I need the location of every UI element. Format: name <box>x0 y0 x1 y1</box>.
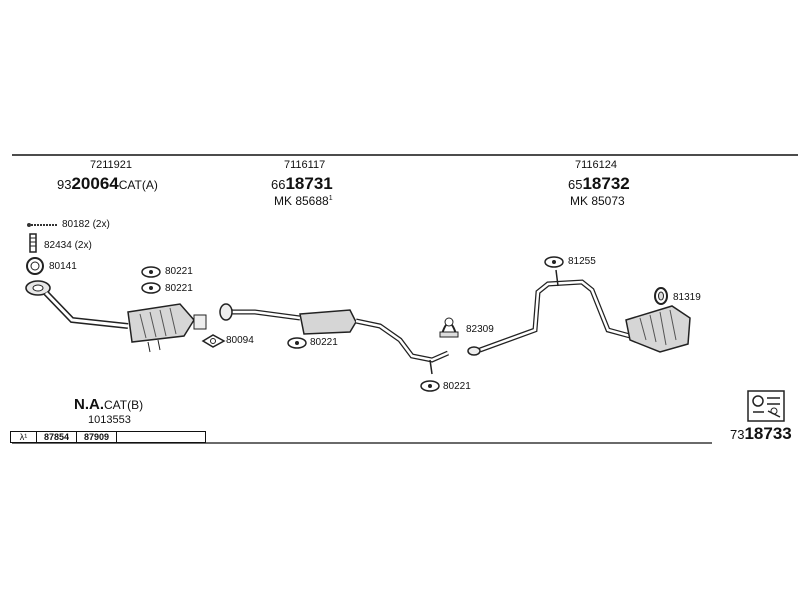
group1-number: 20064 <box>71 174 119 193</box>
group3-part-number: 6518732 <box>568 174 630 194</box>
group3-mk: MK 85073 <box>570 194 625 208</box>
kit-number: 18733 <box>744 424 792 443</box>
group3-prefix: 65 <box>568 177 583 192</box>
gasket-81255-icon <box>544 256 564 268</box>
lambda-cell: λ¹ <box>11 432 37 442</box>
gasket-80221b-icon <box>141 282 161 294</box>
label-80221-c: 80221 <box>310 337 338 348</box>
na-main: N.A. <box>74 396 104 413</box>
label-80094: 80094 <box>226 335 254 346</box>
ring-80141-icon <box>26 257 44 275</box>
table-cell-87854: 87854 <box>37 432 77 442</box>
gasket-80221c-icon <box>287 337 307 349</box>
catalytic-converter-icon <box>127 303 207 353</box>
label-81319: 81319 <box>673 292 701 303</box>
na-cat-label: N.A.CAT(B) <box>74 396 143 414</box>
middle-silencer-icon <box>219 303 450 375</box>
kit-prefix: 73 <box>730 427 745 442</box>
front-pipe-icon <box>25 280 129 329</box>
clamp-82309-icon <box>439 317 459 338</box>
group3-number: 18732 <box>582 174 630 193</box>
gasket-80221d-icon <box>420 380 440 392</box>
rear-silencer-icon <box>467 269 691 356</box>
label-80221-d: 80221 <box>443 381 471 392</box>
group2-mk: MK 856881 <box>274 194 333 208</box>
label-82309: 82309 <box>466 324 494 335</box>
label-80182: 80182 (2x) <box>62 219 110 230</box>
group1-prefix: 93 <box>57 177 72 192</box>
label-81255: 81255 <box>568 256 596 267</box>
gasket-80221a-icon <box>141 266 161 278</box>
label-80221-a: 80221 <box>165 266 193 277</box>
table-cell-87909: 87909 <box>77 432 117 442</box>
bolt-80182-icon <box>27 223 58 227</box>
group1-code: 7211921 <box>90 159 133 171</box>
label-82434: 82434 (2x) <box>44 240 92 251</box>
label-80221-b: 80221 <box>165 283 193 294</box>
group2-number: 18731 <box>285 174 333 193</box>
group2-part-number: 6618731 <box>271 174 333 194</box>
hanger-81319-icon <box>654 287 668 305</box>
table-cell-empty <box>117 432 205 442</box>
mounting-kit-icon <box>747 390 785 422</box>
group1-suffix: CAT(A) <box>118 178 158 192</box>
lambda-table: λ¹ 87854 87909 <box>10 431 206 443</box>
na-code: 1013553 <box>88 414 131 426</box>
gasket-80094-icon <box>201 334 226 348</box>
label-80141: 80141 <box>49 261 77 272</box>
group2-mk-sup: 1 <box>328 195 333 202</box>
kit-part-number: 7318733 <box>730 424 792 444</box>
group2-code: 7116117 <box>284 159 326 171</box>
na-suffix: CAT(B) <box>104 398 144 412</box>
group2-prefix: 66 <box>271 177 286 192</box>
group2-mk-text: MK 85688 <box>274 194 329 208</box>
group3-code: 7116124 <box>575 159 618 171</box>
spring-82434-icon <box>29 233 37 253</box>
group1-part-number: 9320064CAT(A) <box>57 174 158 194</box>
